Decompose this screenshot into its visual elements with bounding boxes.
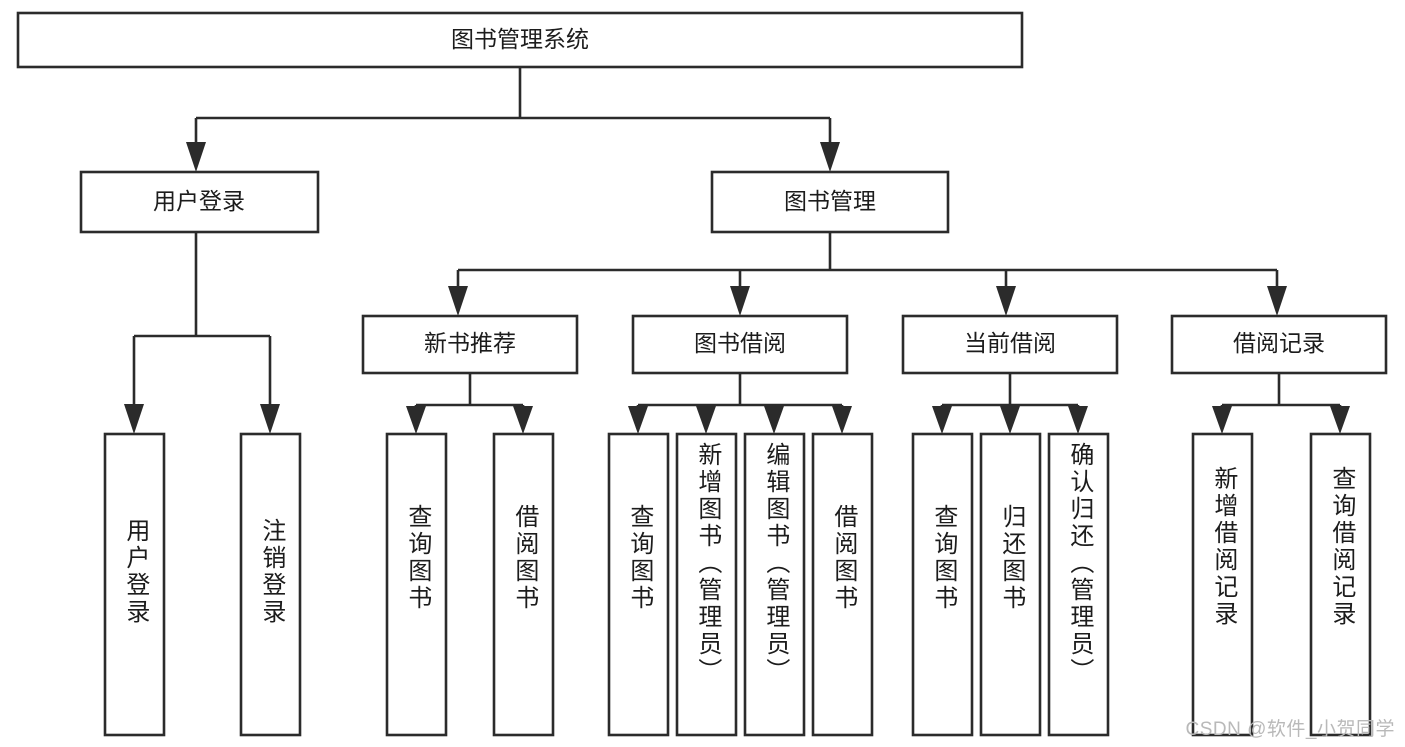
arrowhead-book-manage <box>820 142 840 172</box>
node-root-label: 图书管理系统 <box>451 26 589 52</box>
connector-group-book-manage <box>448 232 1287 316</box>
node-book-manage-box[interactable] <box>710 170 950 234</box>
arrowhead-cb-leaf-2 <box>1000 406 1020 434</box>
leaf-box-cb-query-book[interactable] <box>911 432 974 737</box>
leaf-box-user-login[interactable] <box>103 432 166 737</box>
arrowhead-user-login <box>186 142 206 172</box>
node-user-login-box[interactable] <box>79 170 320 234</box>
node-book-borrow-box[interactable] <box>631 314 849 375</box>
connector-group-user-login <box>124 232 280 434</box>
node-current-borrow-box[interactable] <box>901 314 1119 375</box>
arrowhead-current-borrow <box>996 286 1016 316</box>
node-book-borrow[interactable]: 图书借阅 <box>631 314 849 375</box>
connector-group-current-borrow <box>932 373 1088 434</box>
leaf-box-logout[interactable] <box>239 432 302 737</box>
connector-group-new-book-rec <box>406 373 533 434</box>
arrowhead-bb-leaf-2 <box>696 406 716 434</box>
connector-group-borrow-record <box>1212 373 1350 434</box>
node-root[interactable]: 图书管理系统 <box>16 11 1024 69</box>
arrowhead-cb-leaf-1 <box>932 406 952 434</box>
arrowhead-nbr-leaf-1 <box>406 406 426 434</box>
node-root-box[interactable] <box>16 11 1024 69</box>
node-new-book-rec[interactable]: 新书推荐 <box>361 314 579 375</box>
arrowhead-bb-leaf-1 <box>628 406 648 434</box>
leaf-box-nbr-borrow-book[interactable] <box>492 432 555 737</box>
node-borrow-record-label: 借阅记录 <box>1233 330 1325 356</box>
leaf-box-br-add-record[interactable] <box>1191 432 1254 737</box>
connector-group-book-borrow <box>628 373 852 434</box>
node-current-borrow[interactable]: 当前借阅 <box>901 314 1119 375</box>
connector-group-root <box>186 67 840 172</box>
leaf-box-bb-query-book[interactable] <box>607 432 670 737</box>
arrowhead-new-book-rec <box>448 286 468 316</box>
node-book-borrow-label: 图书借阅 <box>694 330 786 356</box>
node-book-manage-label: 图书管理 <box>784 188 876 214</box>
leaf-box-bb-edit-book[interactable] <box>743 432 806 737</box>
leaf-box-bb-borrow-book[interactable] <box>811 432 874 737</box>
node-current-borrow-label: 当前借阅 <box>964 330 1056 356</box>
leaf-box-cb-return-book[interactable] <box>979 432 1042 737</box>
arrowhead-br-leaf-2 <box>1330 406 1350 434</box>
arrowhead-br-leaf-1 <box>1212 406 1232 434</box>
leaf-box-br-query-record[interactable] <box>1309 432 1372 737</box>
leaf-box-cb-confirm-return[interactable] <box>1047 432 1110 737</box>
arrowhead-nbr-leaf-2 <box>513 406 533 434</box>
arrowhead-leaf-logout <box>260 404 280 434</box>
node-book-manage[interactable]: 图书管理 <box>710 170 950 234</box>
arrowhead-bb-leaf-4 <box>832 406 852 434</box>
node-borrow-record[interactable]: 借阅记录 <box>1170 314 1388 375</box>
node-borrow-record-box[interactable] <box>1170 314 1388 375</box>
arrowhead-cb-leaf-3 <box>1068 406 1088 434</box>
arrowhead-leaf-user-login <box>124 404 144 434</box>
node-new-book-rec-label: 新书推荐 <box>424 330 516 356</box>
leaf-box-bb-add-book[interactable] <box>675 432 738 737</box>
node-user-login-label: 用户登录 <box>153 188 245 214</box>
node-user-login[interactable]: 用户登录 <box>79 170 320 234</box>
watermark-text: CSDN @软件_小贺同学 <box>1185 719 1395 740</box>
arrowhead-bb-leaf-3 <box>764 406 784 434</box>
leaf-box-nbr-query-book[interactable] <box>385 432 448 737</box>
arrowhead-borrow-record <box>1267 286 1287 316</box>
node-new-book-rec-box[interactable] <box>361 314 579 375</box>
arrowhead-book-borrow <box>730 286 750 316</box>
